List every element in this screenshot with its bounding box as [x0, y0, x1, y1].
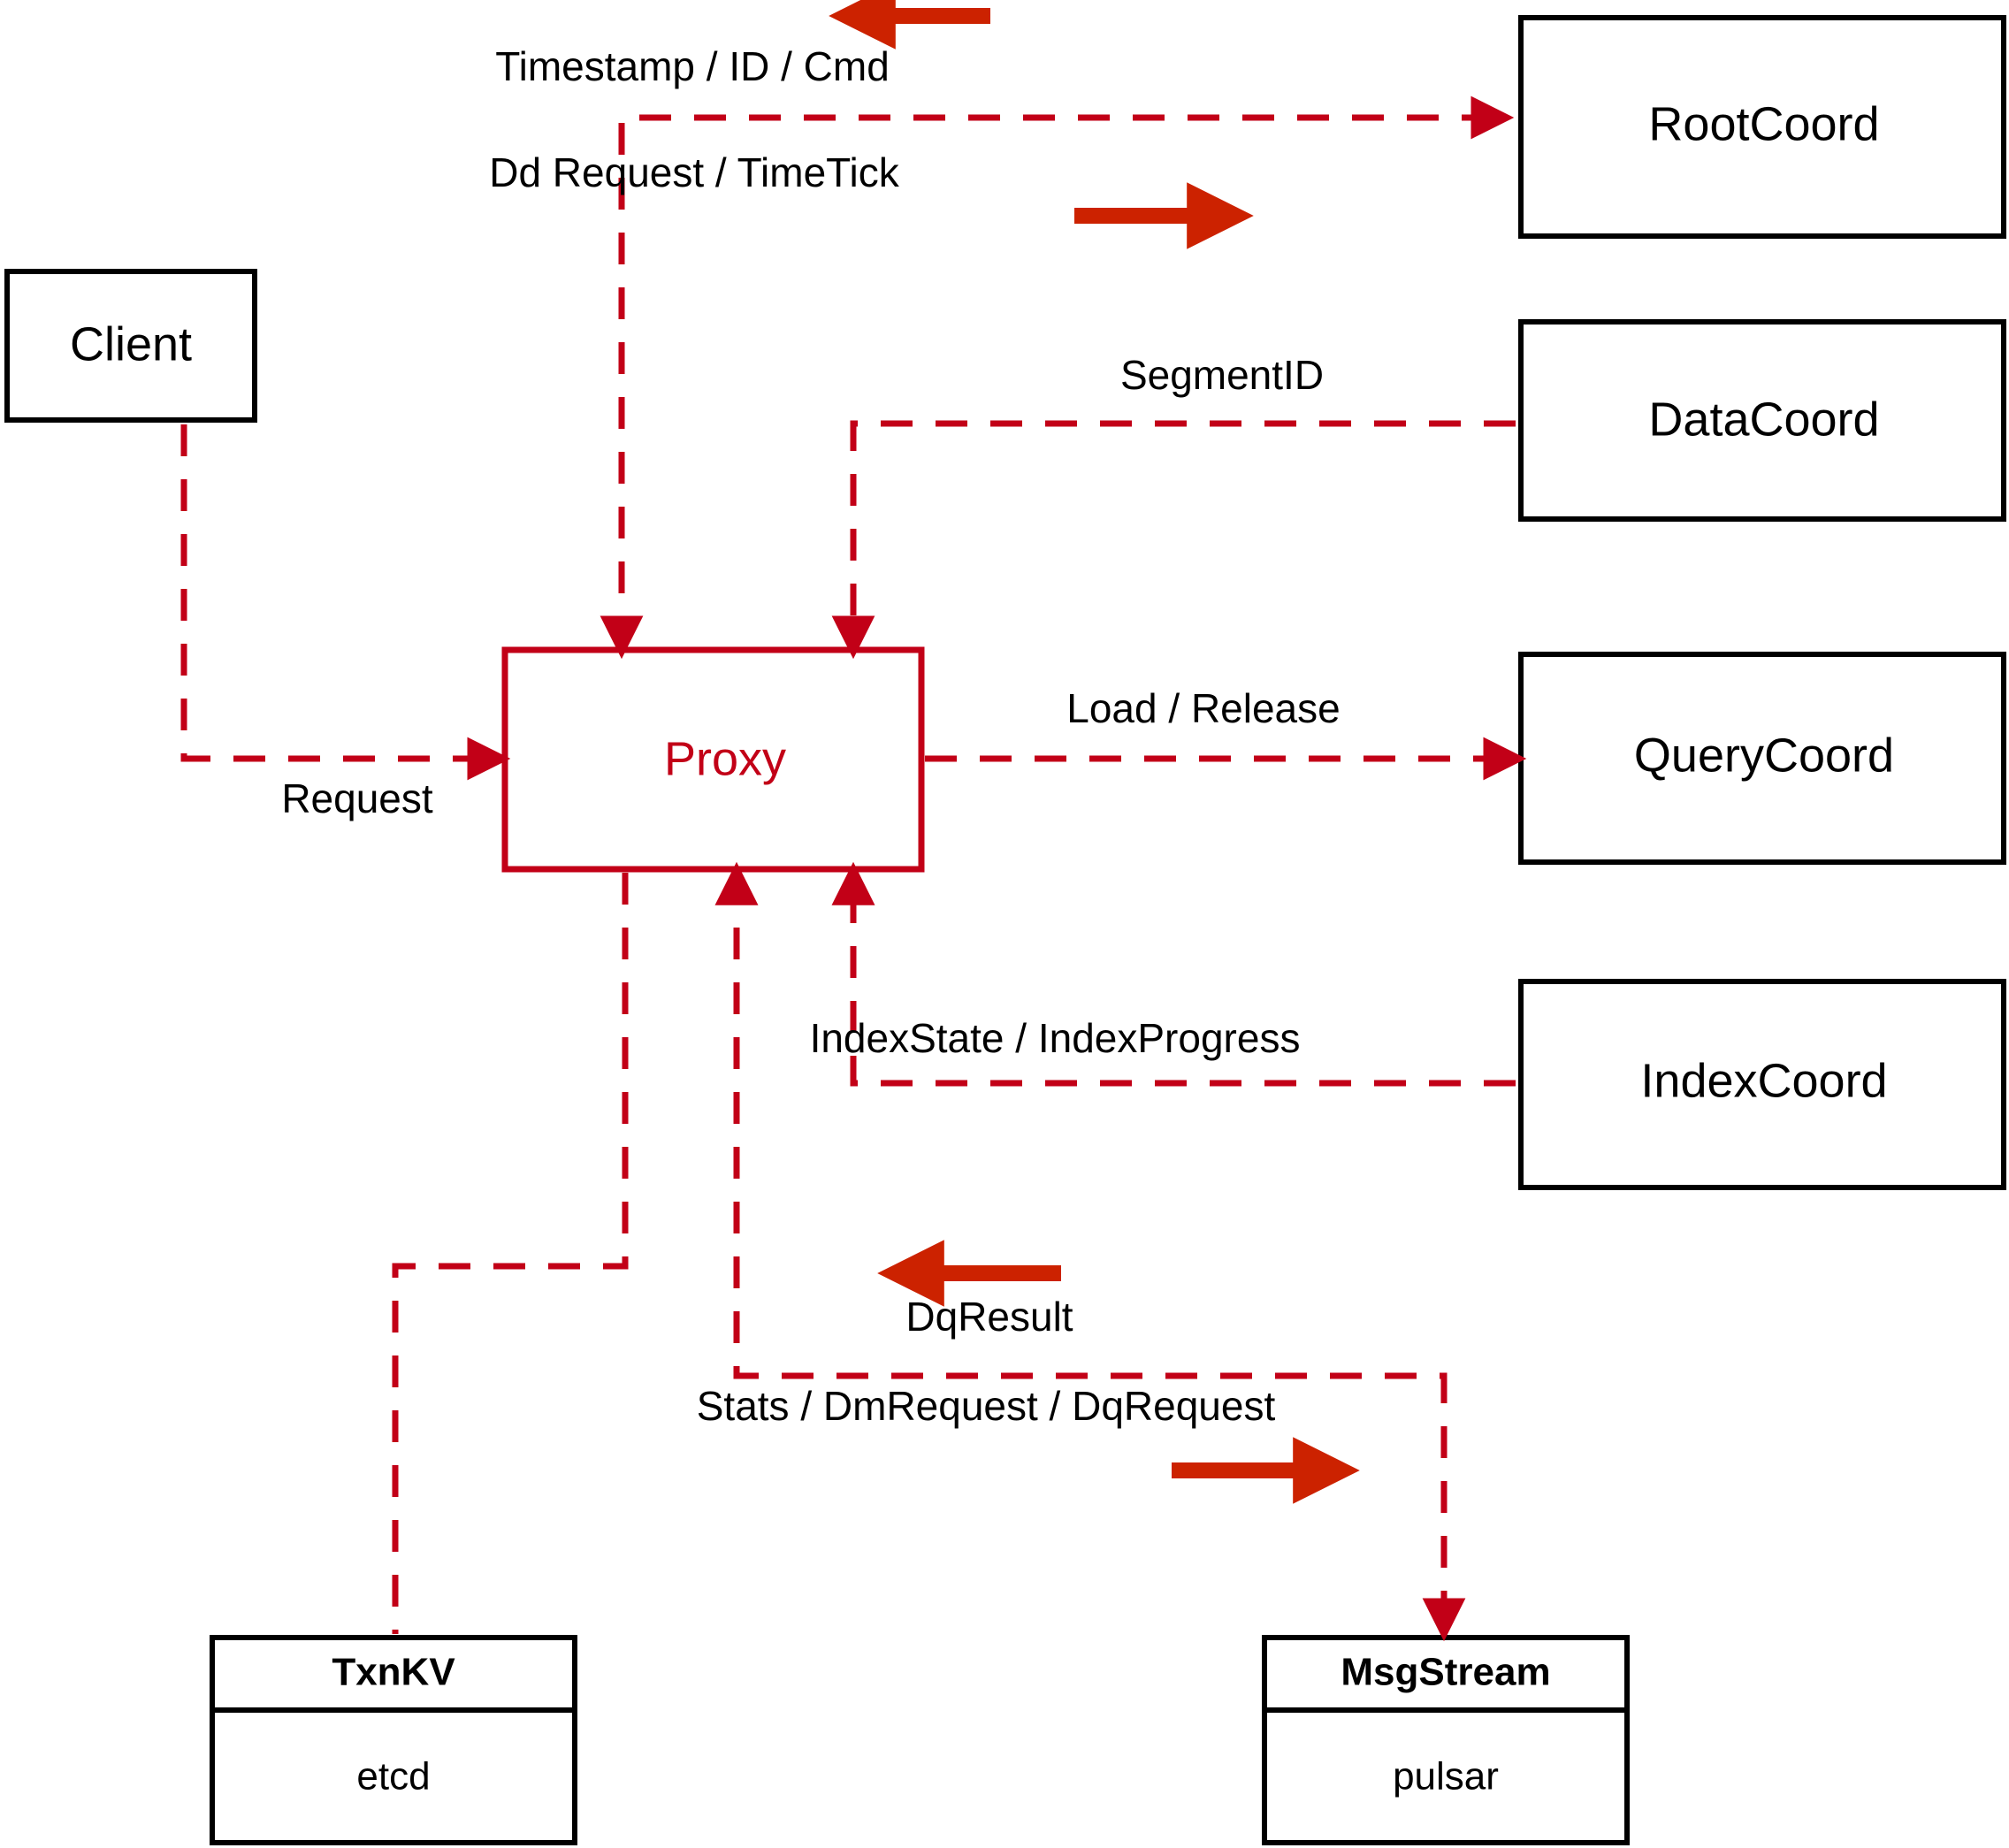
edge-label-segmentid: SegmentID	[1120, 352, 1324, 398]
rootcoord-box	[1518, 15, 2006, 239]
indexcoord-label: IndexCoord	[1640, 1054, 1887, 1107]
rootcoord-label: RootCoord	[1648, 97, 1879, 150]
node-querycoord[interactable]: QueryCoord	[1518, 652, 2006, 865]
node-client[interactable]: Client	[4, 269, 257, 423]
edge-label-timestamp-id-cmd: Timestamp / ID / Cmd	[495, 43, 890, 89]
node-msgstream[interactable]: MsgStream pulsar	[1262, 1635, 1630, 1845]
edge-label-request: Request	[281, 775, 433, 821]
node-datacoord[interactable]: DataCoord	[1518, 319, 2006, 522]
datacoord-label: DataCoord	[1648, 393, 1879, 446]
txnkv-impl: etcd	[356, 1755, 430, 1798]
querycoord-box	[1518, 652, 2006, 865]
node-indexcoord[interactable]: IndexCoord	[1518, 979, 2006, 1190]
txnkv-title: TxnKV	[332, 1651, 455, 1694]
msgstream-box	[1262, 1635, 1630, 1845]
node-rootcoord[interactable]: RootCoord	[1518, 15, 2006, 239]
edge-label-load-release: Load / Release	[1066, 685, 1340, 731]
datacoord-box	[1518, 319, 2006, 522]
edge-datacoord-proxy	[831, 420, 1516, 660]
client-box	[4, 269, 257, 423]
edge-label-indexstate: IndexState / IndexProgress	[810, 1015, 1301, 1061]
edge-label-dd-request: Dd Request / TimeTick	[489, 149, 900, 195]
proxy-box	[501, 646, 925, 873]
indexcoord-box	[1518, 979, 2006, 1190]
node-txnkv[interactable]: TxnKV etcd	[210, 1635, 577, 1845]
msgstream-impl: pulsar	[1393, 1755, 1499, 1798]
edge-proxy-txnkv	[392, 873, 629, 1634]
node-proxy[interactable]: Proxy	[501, 646, 925, 873]
edge-client-proxy	[180, 424, 511, 781]
client-label: Client	[70, 317, 192, 370]
edge-label-dqresult: DqResult	[905, 1294, 1073, 1340]
proxy-label: Proxy	[664, 732, 786, 785]
edge-label-stats-dm-dq: Stats / DmRequest / DqRequest	[697, 1383, 1276, 1429]
edge-proxy-msgstream	[714, 861, 1466, 1642]
txnkv-box	[210, 1635, 577, 1845]
msgstream-title: MsgStream	[1341, 1651, 1550, 1694]
querycoord-label: QueryCoord	[1634, 729, 1894, 782]
edge-proxy-rootcoord	[600, 95, 1515, 660]
